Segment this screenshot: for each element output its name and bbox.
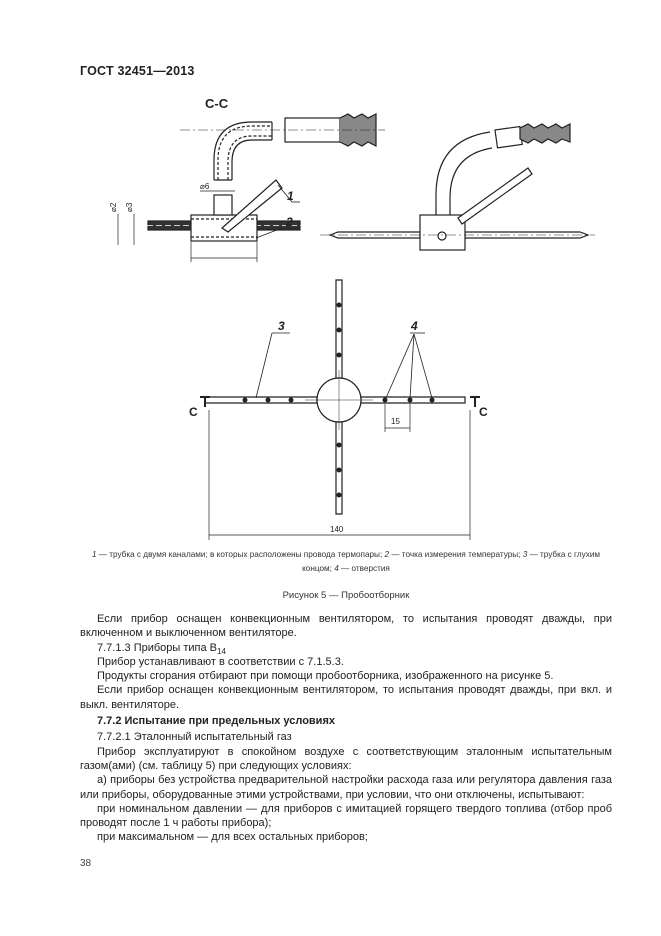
paragraph: Прибор устанавливают в соответствии с 7.… <box>97 655 344 668</box>
subscript: 14 <box>217 646 226 656</box>
paragraph: Если прибор оснащен конвекционным вентил… <box>80 684 612 711</box>
figure-caption: Рисунок 5 — Пробоотборник <box>282 590 410 601</box>
side-view <box>320 123 595 251</box>
dim-total-length: 140 <box>330 525 344 534</box>
section-heading: 7.7.2 Испытание при предельных условиях <box>97 715 335 728</box>
subsection-heading: 7.7.1.3 Приборы типа B14 <box>80 641 612 656</box>
legend-text: — трубка с двумя каналами; в которых рас… <box>96 550 385 559</box>
paragraph: а) приборы без устройства предварительно… <box>80 774 612 801</box>
paragraph: 7.7.2.1 Эталонный испытательный газ <box>97 731 292 744</box>
legend-text: — точка измерения температуры; <box>389 550 523 559</box>
figure-legend: 1 — трубка с двумя каналами; в которых р… <box>80 548 612 576</box>
plan-view: С С 3 4 15 140 <box>189 279 488 540</box>
section-view: С-С 1 2 ⌀6 ⌀2 ⌀3 <box>109 96 385 262</box>
section-marker-right: С <box>479 405 488 419</box>
dim-hole-spacing: 15 <box>391 417 400 426</box>
paragraph: при максимальном — для всех остальных пр… <box>97 831 368 844</box>
legend-text: — трубка с глухим концом; <box>302 550 601 573</box>
legend-num: 4 <box>334 564 339 573</box>
document-header: ГОСТ 32451—2013 <box>80 64 195 78</box>
sampling-holes <box>242 302 435 498</box>
dim-diameter-b: ⌀3 <box>125 202 134 212</box>
legend-text: — отверстия <box>338 564 390 573</box>
figure-probe-drawing: С-С 1 2 ⌀6 ⌀2 ⌀3 <box>109 96 595 540</box>
paragraph: Продукты сгорания отбирают при помощи пр… <box>97 670 554 683</box>
section-label: С-С <box>205 96 229 111</box>
body-text: Если прибор оснащен конвекционным вентил… <box>80 612 612 871</box>
legend-num: 3 <box>522 550 528 559</box>
subsection-title: 7.7.1.3 Приборы типа B <box>97 641 218 654</box>
section-marker-left: С <box>189 405 198 419</box>
paragraph: Прибор эксплуатируют в спокойном воздухе… <box>80 745 612 772</box>
dim-diameter-a: ⌀2 <box>109 202 118 212</box>
page-number: 38 <box>80 857 92 869</box>
legend-num: 2 <box>384 550 390 559</box>
dim-tube-diameter: ⌀6 <box>200 182 210 191</box>
callout-1: 1 <box>287 189 294 203</box>
callout-3: 3 <box>278 319 285 333</box>
legend-num: 1 <box>91 550 97 559</box>
paragraph: при номинальном давлении — для приборов … <box>80 802 612 830</box>
paragraph: Если прибор оснащен конвекционным вентил… <box>80 613 612 640</box>
callout-2: 2 <box>285 215 293 229</box>
callout-4: 4 <box>410 319 418 333</box>
